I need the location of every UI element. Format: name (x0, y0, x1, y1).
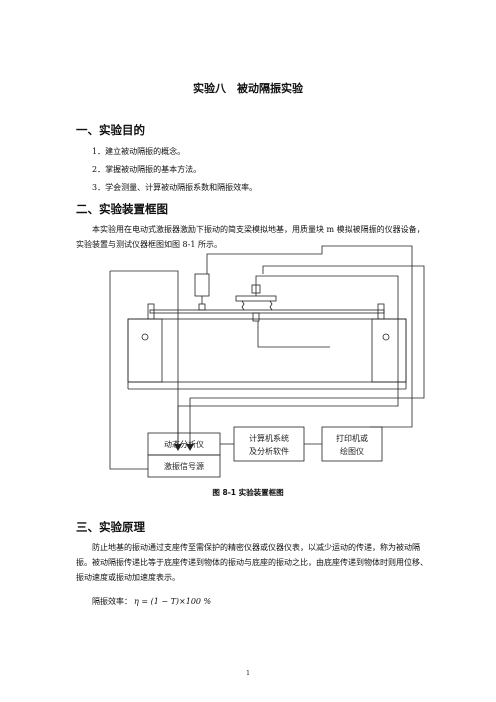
section-heading-purpose: 一、实验目的 (76, 123, 145, 137)
wire (177, 275, 399, 444)
left-support (127, 318, 163, 383)
signal-source-label: 激振信号源 (164, 461, 204, 471)
wire (109, 271, 148, 470)
formula-expression: η = (1 − T)×100 % (134, 597, 212, 606)
arrow-icon (186, 444, 194, 451)
left-bolt (141, 333, 149, 341)
wire (110, 270, 179, 449)
simply-supported-beam (149, 309, 385, 314)
list-item: 1．建立被动隔振的概念。 (92, 147, 186, 156)
figure-caption: 图 8-1 实验装置框图 (212, 488, 284, 497)
spring-icon (241, 300, 245, 311)
analyzer-label: 动态分析仪 (164, 439, 204, 449)
list-item: 2．掌握被动隔振的基本方法。 (92, 165, 202, 174)
arrow-icon (174, 444, 182, 451)
page-title: 实验八 被动隔振实验 (193, 82, 303, 95)
exciter (194, 273, 210, 297)
printer-label-2: 绘图仪 (340, 446, 364, 456)
computer-label-2: 及分析软件 (249, 446, 289, 456)
box-signal-source (147, 454, 221, 478)
page-number: 1 (246, 670, 250, 677)
formula-label: 隔振效率： (92, 597, 132, 606)
principle-paragraph: 防止地基的振动通过支座传至需保护的精密仪器或仪器仪表，以减少运动的传递，称为被动… (76, 543, 428, 582)
printer-label-1: 打印机或 (336, 433, 368, 443)
right-bolt (382, 333, 390, 341)
support-base (127, 318, 407, 383)
right-support (371, 318, 407, 383)
wire (189, 265, 425, 444)
computer-label-1: 计算机系统 (249, 433, 289, 443)
mass-block (235, 295, 277, 302)
setup-paragraph: 本实验用在电动式激振器激励下振动的简支梁模拟地基，用质量块 m 模拟被隔振的仪器… (76, 225, 425, 249)
wire (257, 321, 330, 348)
spring-icon (269, 300, 273, 311)
section-heading-setup: 二、实验装置框图 (76, 202, 168, 216)
wire (206, 245, 413, 428)
list-item: 3．学会测量、计算被动隔振系数和隔振效率。 (92, 183, 258, 192)
section-heading-principle: 三、实验原理 (76, 520, 145, 534)
efficiency-formula: 隔振效率：η = (1 − T)×100 % (92, 596, 211, 607)
